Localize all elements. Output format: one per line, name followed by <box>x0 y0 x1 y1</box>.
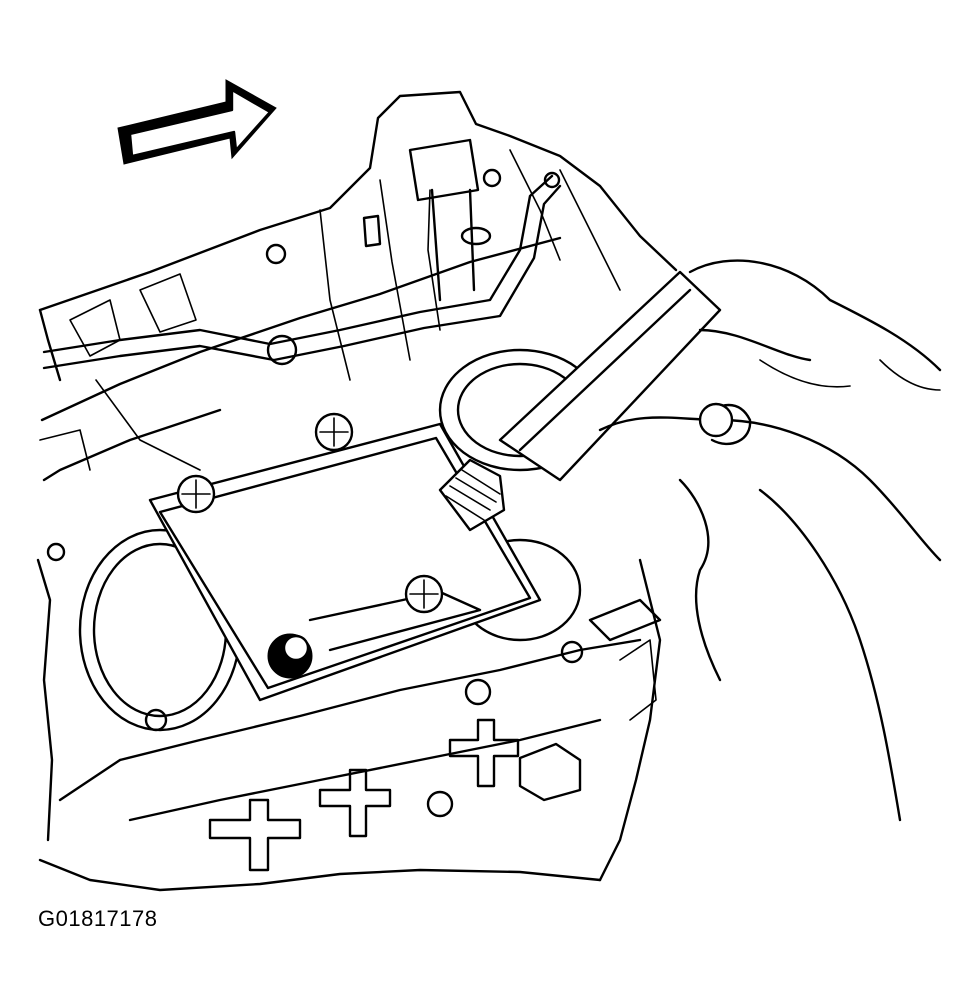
bolts <box>176 412 444 679</box>
technician-hand <box>598 259 942 822</box>
figure-id-label: G01817178 <box>38 906 158 931</box>
bolt-icon <box>314 412 354 452</box>
bolt-icon <box>267 633 313 679</box>
bolt-icon <box>176 474 216 514</box>
oil-tube <box>42 168 562 370</box>
arrow-right-icon <box>117 79 277 165</box>
bolt-icon <box>404 574 444 614</box>
mounting-boss <box>362 138 492 302</box>
block-ribs <box>46 542 662 872</box>
insertion-tool <box>438 270 722 532</box>
engine-block <box>36 90 678 892</box>
